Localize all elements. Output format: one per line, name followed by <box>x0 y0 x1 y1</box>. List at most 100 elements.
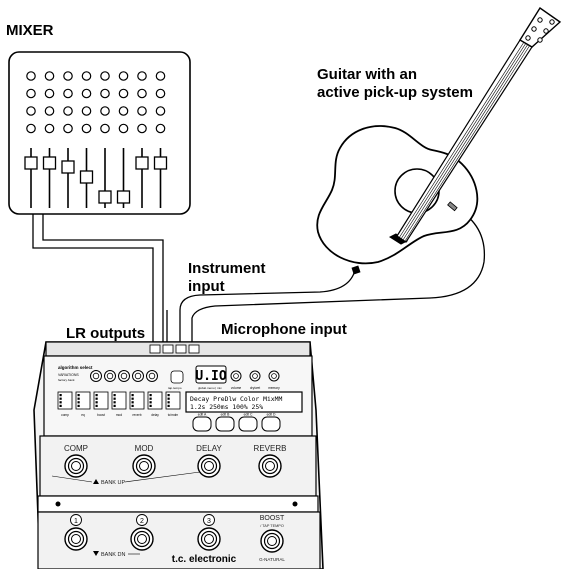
mixer-knob[interactable] <box>63 88 73 99</box>
mixer-fader-cap[interactable] <box>153 156 168 170</box>
bank-up-arrow-icon <box>93 479 99 484</box>
effect-selector-label: eq <box>81 413 85 417</box>
mixer-fader-cap[interactable] <box>116 190 131 204</box>
cable-lr-left <box>32 214 154 342</box>
global-menu-label: global·menu | mix <box>198 386 222 390</box>
mixer-fader-cap[interactable] <box>24 156 38 170</box>
mixer-fader-cap[interactable] <box>79 170 94 184</box>
mixer-faders <box>24 148 168 208</box>
pedal-rear-jacks <box>149 344 200 354</box>
algorithm-knobs[interactable] <box>90 370 158 382</box>
mixer-knob[interactable] <box>63 71 73 81</box>
preset-number: 2 <box>140 518 144 525</box>
mixer <box>8 51 191 215</box>
footswitch-cap <box>139 461 149 471</box>
mixer-knob[interactable] <box>26 88 36 99</box>
bank-up-label: BANK UP <box>101 480 125 486</box>
preset-footswitch-cap <box>204 534 214 544</box>
mixer-knob[interactable] <box>118 71 129 81</box>
pedal: algorithm select VARIATIONS factory·bank… <box>33 341 324 570</box>
effect-selector[interactable] <box>75 391 91 410</box>
lr-outputs-label: LR outputs <box>66 325 146 342</box>
effect-led <box>59 397 62 400</box>
cable-lr-left-inner <box>42 214 164 342</box>
mixer-knob[interactable] <box>81 71 92 81</box>
edit-button[interactable] <box>215 416 235 432</box>
mixer-knob[interactable] <box>44 106 55 116</box>
mixer-knob[interactable] <box>155 123 166 134</box>
effect-selector[interactable] <box>129 391 145 410</box>
mixer-knob[interactable] <box>155 71 166 81</box>
mixer-knob[interactable] <box>137 71 147 81</box>
effect-led <box>149 401 152 404</box>
mixer-knob[interactable] <box>155 106 166 116</box>
mixer-knob[interactable] <box>137 123 147 134</box>
footswitch-cap <box>71 461 81 471</box>
mixer-fader-cap[interactable] <box>42 156 57 170</box>
mixer-knob[interactable] <box>118 88 129 99</box>
edit-button[interactable] <box>261 416 281 432</box>
mixer-knob[interactable] <box>26 123 36 134</box>
bank-down-label: BANK DN <box>101 552 125 558</box>
microphone-input-label: Microphone input <box>221 321 347 338</box>
bank-down-arrow-icon <box>93 551 99 556</box>
footswitch-label: DELAY <box>196 444 222 453</box>
effect-selector-label: mod <box>116 413 122 417</box>
edit-button[interactable] <box>238 416 258 432</box>
mixer-knob[interactable] <box>44 71 55 81</box>
mixer-knob[interactable] <box>81 88 92 99</box>
effect-selector[interactable] <box>165 391 181 410</box>
effect-led <box>59 394 62 397</box>
brand-logo-text: t.c. electronic <box>172 554 237 565</box>
mixer-knob[interactable] <box>100 106 110 116</box>
guitar-output-jack <box>351 265 361 275</box>
mixer-knob[interactable] <box>100 71 110 81</box>
effect-led <box>149 397 152 400</box>
edit-button-label: edit C <box>244 413 253 417</box>
effect-led <box>167 394 170 397</box>
mixer-knob[interactable] <box>137 106 147 116</box>
boost-label: BOOST <box>260 515 285 522</box>
effect-selector[interactable] <box>111 391 127 410</box>
mixer-knob[interactable] <box>118 106 129 116</box>
mixer-knob[interactable] <box>100 123 110 134</box>
mixer-knob[interactable] <box>81 123 92 134</box>
mixer-knob[interactable] <box>81 106 92 116</box>
mixer-fader-cap[interactable] <box>61 160 75 174</box>
effect-led <box>113 394 116 397</box>
mixer-fader-cap[interactable] <box>98 190 112 204</box>
panel-knob-label: volume <box>231 386 242 390</box>
mixer-knob[interactable] <box>118 123 129 134</box>
tap-button[interactable] <box>170 370 184 384</box>
pedal-middle-band <box>37 495 319 513</box>
footswitch-cap <box>265 461 275 471</box>
panel-knob-label: memory <box>268 386 280 390</box>
effect-selector[interactable] <box>93 391 109 410</box>
effect-led <box>167 397 170 400</box>
effect-led <box>95 394 98 397</box>
mixer-knob[interactable] <box>44 123 55 134</box>
effect-led <box>149 404 152 407</box>
mixer-knob[interactable] <box>44 88 55 99</box>
mixer-fader-cap[interactable] <box>135 156 149 170</box>
effect-selector[interactable] <box>147 391 163 410</box>
lcd-screen <box>185 391 303 413</box>
edit-button[interactable] <box>192 416 212 432</box>
mixer-knob[interactable] <box>100 88 110 99</box>
mixer-knob[interactable] <box>63 106 73 116</box>
preset-number-badge <box>203 514 215 526</box>
effect-led <box>95 401 98 404</box>
mixer-knob[interactable] <box>137 88 147 99</box>
variations-label: VARIATIONS <box>58 373 79 377</box>
mixer-knob[interactable] <box>26 106 36 116</box>
mixer-knob[interactable] <box>26 71 36 81</box>
effect-led <box>131 397 134 400</box>
effect-selector[interactable] <box>57 391 73 410</box>
mixer-knob[interactable] <box>63 123 73 134</box>
mixer-knob[interactable] <box>155 88 166 99</box>
